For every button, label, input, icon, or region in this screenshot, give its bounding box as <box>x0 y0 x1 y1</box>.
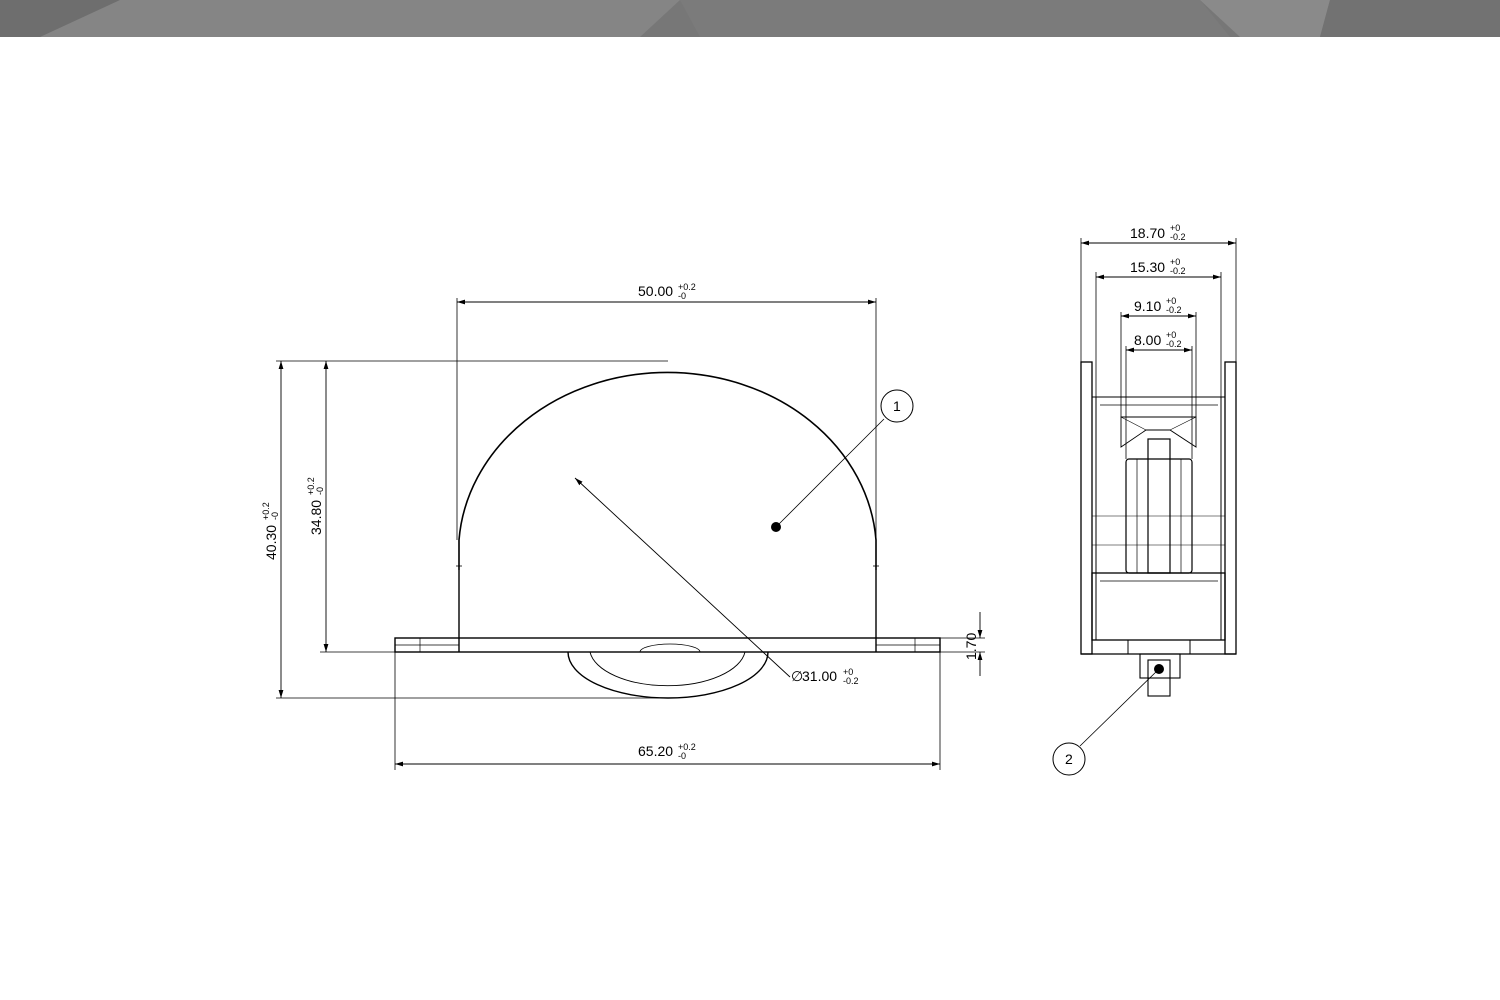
svg-text:-0.2: -0.2 <box>1170 266 1186 276</box>
dim-groove-width: 8.00 <box>1134 332 1161 348</box>
svg-text:-0.2: -0.2 <box>1166 339 1182 349</box>
svg-text:+0: +0 <box>1166 296 1176 306</box>
dim-wheel-diameter: 31.00 <box>802 668 837 684</box>
balloon-2-label: 2 <box>1065 751 1073 767</box>
svg-text:+0.2: +0.2 <box>678 742 696 752</box>
dim-side-inner-width: 15.30 <box>1130 259 1165 275</box>
balloon-1-label: 1 <box>893 398 901 414</box>
wheel-arc-inner <box>589 651 746 687</box>
svg-text:-0: -0 <box>678 291 686 301</box>
balloon-2-circle <box>1052 742 1086 776</box>
svg-text:-0.2: -0.2 <box>843 676 859 686</box>
svg-text:-0.2: -0.2 <box>1170 232 1186 242</box>
balloon-1-circle <box>880 389 914 423</box>
svg-text:+0.2: +0.2 <box>261 502 271 520</box>
svg-text:+0.2: +0.2 <box>306 477 316 495</box>
dim-flange-thickness: 1.70 <box>963 633 979 660</box>
housing-dome <box>458 371 877 570</box>
dim-wheel-diameter-symbol: ∅ <box>791 668 803 684</box>
svg-text:-0.2: -0.2 <box>1166 305 1182 315</box>
svg-text:-0: -0 <box>678 751 686 761</box>
svg-text:+0.2: +0.2 <box>678 282 696 292</box>
svg-text:+0: +0 <box>843 667 853 677</box>
front-view <box>276 298 985 770</box>
dim-side-outer-width: 18.70 <box>1130 225 1165 241</box>
dim-overall-height: 40.30 <box>263 525 279 560</box>
svg-text:+0: +0 <box>1170 223 1180 233</box>
dim-wheel-width: 9.10 <box>1134 298 1161 314</box>
side-dimension-labels: 18.70 +0 -0.2 15.30 +0 -0.2 9.10 +0 -0.2… <box>1065 223 1186 767</box>
svg-text:-0: -0 <box>315 487 325 495</box>
svg-text:-0: -0 <box>270 512 280 520</box>
base-flange <box>394 637 941 653</box>
side-view <box>1052 238 1237 776</box>
dim-base-width: 65.20 <box>638 743 673 759</box>
svg-text:+0: +0 <box>1170 257 1180 267</box>
dim-body-height: 34.80 <box>308 500 324 535</box>
wheel-arc-outer <box>567 651 769 699</box>
dim-top-width: 50.00 <box>638 283 673 299</box>
svg-text:+0: +0 <box>1166 330 1176 340</box>
front-dimension-labels: 50.00 +0.2 -0 65.20 +0.2 -0 40.30 +0.2 -… <box>261 282 979 761</box>
header-bar <box>0 0 1500 37</box>
header-bar-pattern <box>0 0 1500 37</box>
